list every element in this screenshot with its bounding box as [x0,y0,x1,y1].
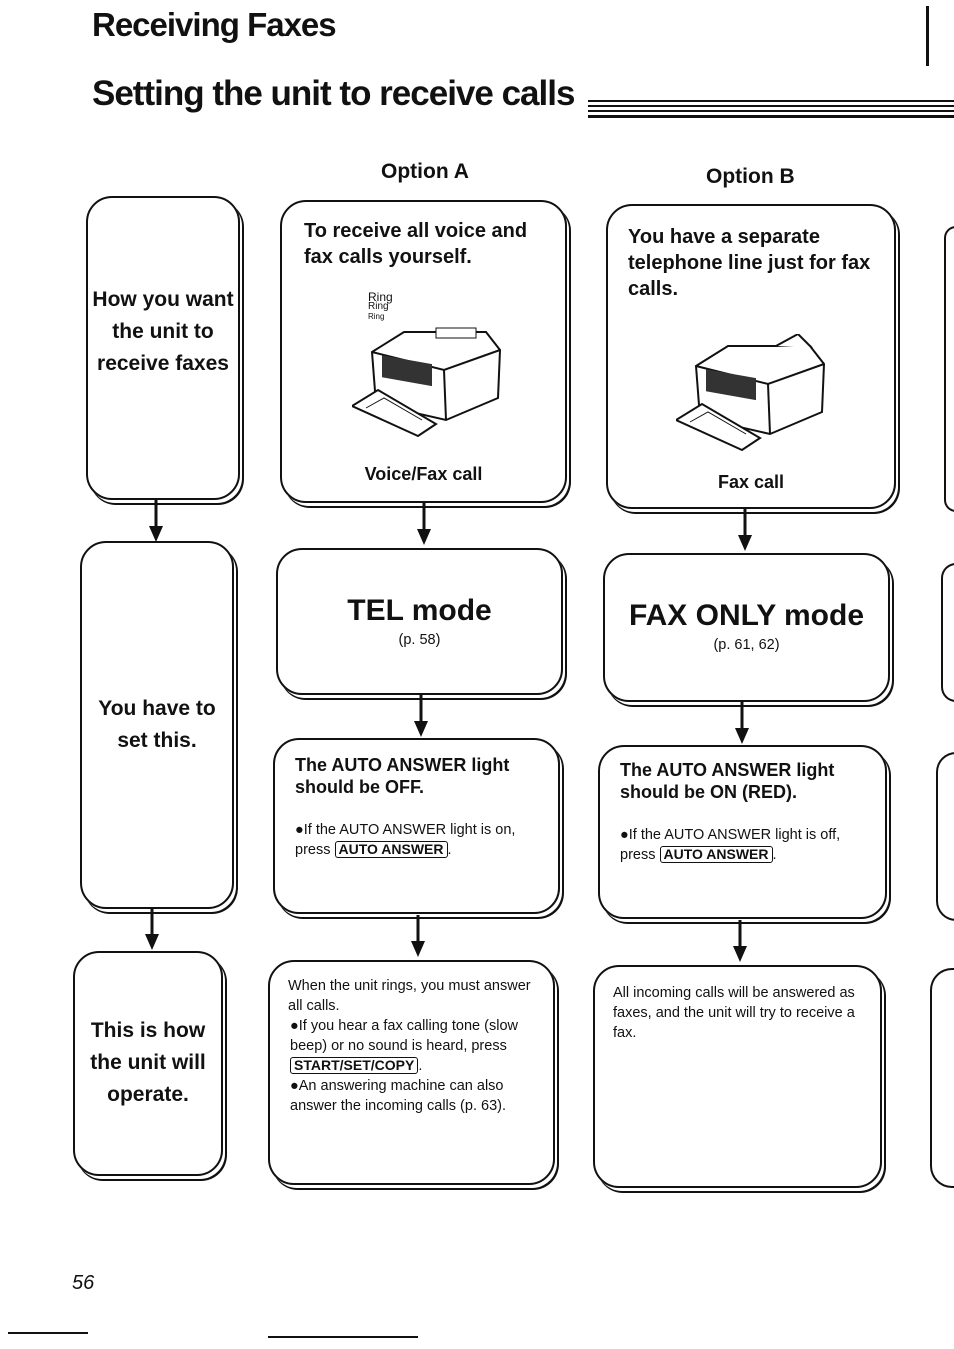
tel-mode-box: TEL mode (p. 58) [276,548,563,695]
next-column-box-edge [936,752,954,921]
next-column-box-edge [941,563,954,702]
option-b-caption: Fax call [717,472,785,492]
option-b-operation-box: All incoming calls will be answered as f… [593,965,882,1188]
section-heading: Receiving Faxes [92,6,337,43]
page-title: Setting the unit to receive calls [92,74,575,113]
option-a-heading: Option A [381,160,469,183]
option-a-light-note: ●If the AUTO ANSWER light is on, press A… [295,822,516,858]
option-b-heading: Option B [706,165,795,188]
tel-mode-ref: (p. 58) [398,632,441,648]
option-a-light-box: The AUTO ANSWER light should be OFF. ●If… [273,738,560,914]
option-a-operation-text: When the unit rings, you must answer all… [288,978,531,1114]
option-b-desc: You have a separate telephone line just … [628,226,871,300]
fax-only-mode-title: FAX ONLY mode [628,599,865,632]
footer-rule [268,1336,418,1338]
option-a-operation-box: When the unit rings, you must answer all… [268,960,555,1185]
option-b-light-note: ●If the AUTO ANSWER light is off, press … [620,827,841,863]
down-arrow-icon [738,509,752,551]
option-b-operation-text: All incoming calls will be answered as f… [613,985,855,1041]
auto-answer-key: AUTO ANSWER [334,841,448,858]
row-label-box-operate: This is how the unit will operate. [73,951,223,1176]
down-arrow-icon [145,908,159,950]
title-rule [588,110,954,112]
ring-text: Ring Ring Ring [368,290,393,321]
auto-answer-key: AUTO ANSWER [659,846,773,863]
fax-only-mode-box: FAX ONLY mode (p. 61, 62) [603,553,890,702]
next-column-box-edge [930,968,954,1188]
fax-machine-icon [352,327,502,438]
margin-bar [926,6,929,66]
next-column-box-edge [944,226,954,512]
option-b-light-box: The AUTO ANSWER light should be ON (RED)… [598,745,887,919]
tel-mode-title: TEL mode [347,594,492,627]
option-a-desc: To receive all voice and fax calls yours… [304,220,528,268]
row-label-operate: This is how the unit will operate. [90,1019,206,1106]
title-rule [588,100,954,102]
fax-machine-icon [676,334,826,452]
title-rule [588,115,954,118]
down-arrow-icon [411,915,425,957]
down-arrow-icon [417,503,431,545]
down-arrow-icon [735,702,749,744]
row-label-box-set: You have to set this. [80,541,234,909]
option-a-caption: Voice/Fax call [364,464,483,484]
option-a-desc-box: To receive all voice and fax calls yours… [280,200,567,503]
row-label-how: How you want the unit to receive faxes [92,288,234,375]
option-b-light-title: The AUTO ANSWER light should be ON (RED)… [620,760,835,802]
fax-only-mode-ref: (p. 61, 62) [713,637,780,653]
down-arrow-icon [149,500,163,542]
row-label-set: You have to set this. [98,697,216,752]
row-label-box-how: How you want the unit to receive faxes [86,196,240,500]
down-arrow-icon [414,695,428,737]
footer-rule [8,1332,88,1334]
title-rule [588,105,954,107]
page-number: 56 [72,1272,95,1294]
option-a-light-title: The AUTO ANSWER light should be OFF. [295,755,510,797]
down-arrow-icon [733,920,747,962]
start-set-copy-key: START/SET/COPY [290,1057,419,1074]
option-b-desc-box: You have a separate telephone line just … [606,204,896,509]
